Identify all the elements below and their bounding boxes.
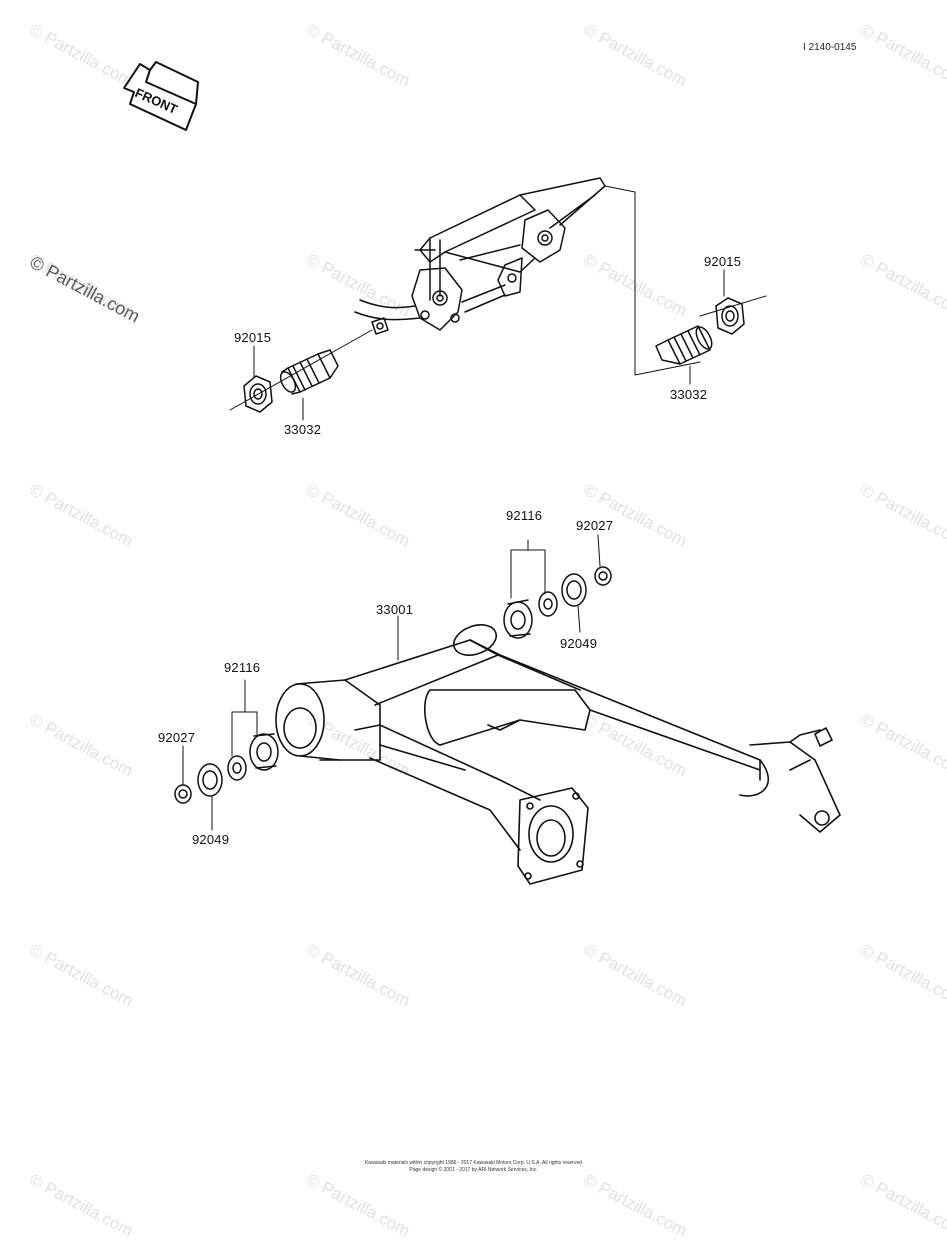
part-label-33001[interactable]: 33001 — [376, 602, 414, 617]
copyright-line-2: Page design © 2001 - 2017 by ARI Network… — [409, 1167, 538, 1173]
bearing-set-right — [503, 534, 612, 639]
copyright-line-1: Kawasaki materials within copyright 1986… — [364, 1160, 583, 1166]
diagram-code: I 2140-0145 — [803, 42, 857, 53]
part-label-33032-right[interactable]: 33032 — [670, 387, 708, 402]
part-label-92015-left[interactable]: 92015 — [234, 330, 272, 345]
leader-lines-top — [253, 269, 725, 421]
nut-92015-right — [715, 297, 745, 335]
part-label-92015-right[interactable]: 92015 — [704, 254, 742, 269]
part-label-92049-left[interactable]: 92049 — [192, 832, 230, 847]
front-arrow-icon: FRONT — [123, 61, 199, 131]
adjuster-right — [655, 325, 713, 365]
part-label-92049-top[interactable]: 92049 — [560, 636, 598, 651]
part-label-92116-left[interactable]: 92116 — [224, 660, 261, 675]
nut-92015-left — [243, 375, 273, 413]
adjuster-left — [279, 349, 339, 395]
exploded-view-drawing: FRONT — [123, 61, 841, 885]
part-label-92116-top[interactable]: 92116 — [506, 508, 543, 523]
bearing-set-left — [174, 679, 279, 831]
swing-arm — [275, 615, 841, 885]
parts-diagram: © Partzilla.com© Partzilla.com© Partzill… — [26, 20, 947, 1241]
part-label-92027-top[interactable]: 92027 — [576, 518, 614, 533]
part-label-92027-left[interactable]: 92027 — [158, 730, 196, 745]
part-label-33032-left[interactable]: 33032 — [284, 422, 322, 437]
front-arrow-label: FRONT — [133, 85, 180, 117]
frame-section — [229, 177, 767, 411]
